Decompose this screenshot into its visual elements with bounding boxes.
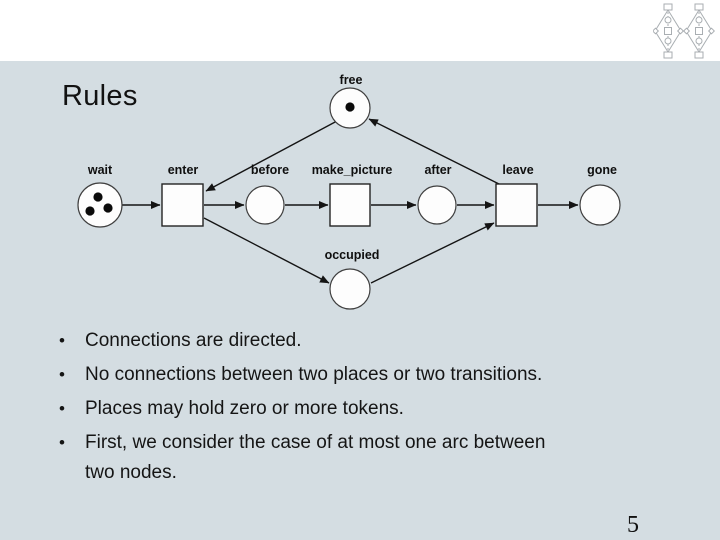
token-dot bbox=[345, 102, 355, 112]
bullet-item: • No connections between two places or tw… bbox=[54, 360, 654, 390]
bullet-text: First, we consider the case of at most o… bbox=[85, 432, 546, 483]
bullet-text: Places may hold zero or more tokens. bbox=[85, 398, 404, 419]
place-gone bbox=[579, 184, 621, 226]
bullet-text: Connections are directed. bbox=[85, 330, 302, 351]
place-label-wait: wait bbox=[87, 163, 113, 177]
token-dot bbox=[103, 203, 113, 213]
transition-label-enter: enter bbox=[168, 163, 199, 177]
transition-make_picture bbox=[329, 183, 371, 227]
bullet-item: • First, we consider the case of at most … bbox=[54, 428, 654, 488]
bullet-dot-icon: • bbox=[59, 331, 65, 350]
logo-unit-right bbox=[684, 4, 715, 58]
bullet-item: • Places may hold zero or more tokens. bbox=[54, 394, 654, 424]
transition-leave bbox=[495, 183, 538, 227]
place-label-gone: gone bbox=[587, 163, 617, 177]
page-title: Rules bbox=[62, 80, 138, 112]
bullet-list: • Connections are directed. • No connection… bbox=[54, 326, 654, 492]
bullet-dot-icon: • bbox=[59, 365, 65, 384]
bullet-dot-icon: • bbox=[59, 433, 65, 452]
place-after bbox=[417, 185, 457, 225]
token-dot bbox=[85, 206, 95, 216]
arc-arrow bbox=[368, 118, 502, 186]
place-label-occupied: occupied bbox=[325, 248, 380, 262]
bullet-item: • Connections are directed. bbox=[54, 326, 654, 356]
petri-logo-icon bbox=[653, 3, 715, 60]
place-before bbox=[245, 185, 285, 225]
top-band bbox=[0, 0, 720, 61]
token-dot bbox=[93, 192, 103, 202]
logo-unit-left bbox=[653, 4, 683, 58]
page-number: 5 bbox=[627, 512, 639, 538]
transition-enter bbox=[161, 183, 204, 227]
arc-arrow bbox=[203, 217, 330, 284]
place-label-free: free bbox=[340, 73, 363, 87]
bullet-text: No connections between two places or two… bbox=[85, 364, 543, 385]
place-wait bbox=[77, 182, 123, 228]
bullet-dot-icon: • bbox=[59, 399, 65, 418]
place-label-after: after bbox=[424, 163, 451, 177]
place-occupied bbox=[329, 268, 371, 310]
arc-arrow bbox=[370, 222, 495, 284]
place-label-before: before bbox=[251, 163, 289, 177]
transition-label-make_picture: make_picture bbox=[312, 163, 393, 177]
transition-label-leave: leave bbox=[502, 163, 533, 177]
arc-arrow bbox=[205, 120, 338, 192]
